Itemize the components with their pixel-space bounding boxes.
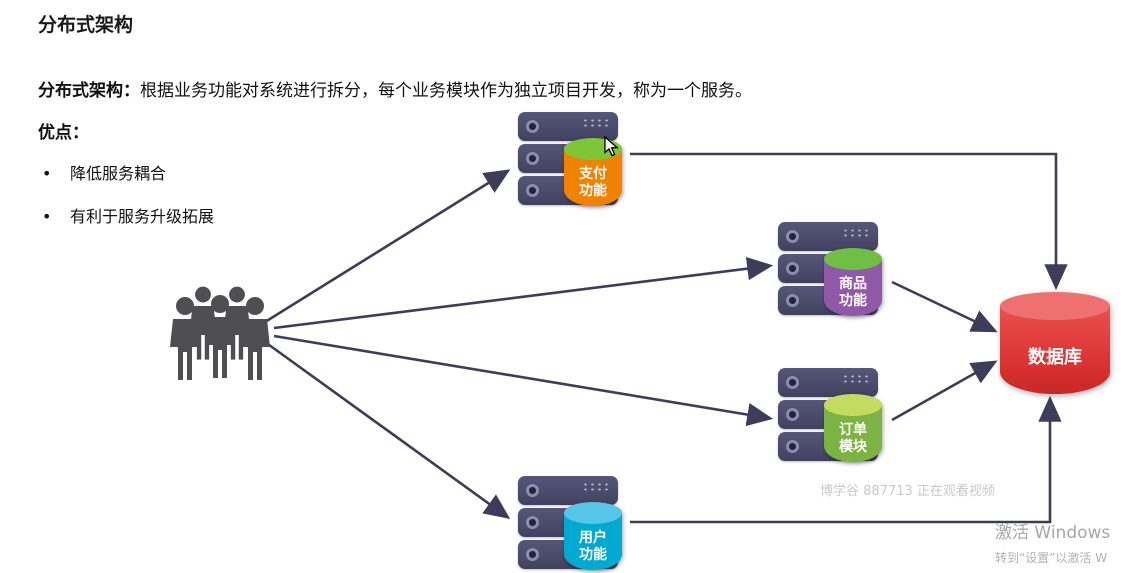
- description: 分布式架构：根据业务功能对系统进行拆分，每个业务模块作为独立项目开发，称为一个服…: [38, 76, 918, 101]
- database-label: 数据库: [1000, 306, 1110, 394]
- rack-led: [526, 120, 539, 133]
- badge-label-line: 订单: [839, 421, 867, 438]
- users-group-icon: [170, 286, 270, 380]
- database-top: [1000, 292, 1110, 320]
- badge-label-line: 支付: [579, 165, 607, 182]
- service-node-product: 商品 功能: [778, 222, 888, 322]
- rack-vents: [842, 374, 870, 383]
- mouse-cursor-icon: [604, 136, 619, 157]
- badge-label-line: 功能: [579, 546, 607, 563]
- arrow-users-to-order: [273, 334, 774, 427]
- rack-led: [786, 262, 799, 275]
- rack-led: [786, 440, 799, 453]
- rack-vents: [582, 118, 610, 127]
- service-badge-user: 用户 功能: [564, 502, 622, 570]
- rack-led: [786, 376, 799, 389]
- windows-activation-notice: 激活 Windows 转到“设置”以激活 W: [995, 518, 1132, 566]
- badge-label-line: 功能: [579, 182, 607, 199]
- rack-led: [786, 230, 799, 243]
- rack-led: [526, 484, 539, 497]
- badge-top: [824, 394, 882, 416]
- badge-label-line: 用户: [579, 529, 607, 546]
- rack-led: [526, 516, 539, 529]
- service-node-payment: 支付 功能: [518, 112, 628, 212]
- badge-top: [564, 502, 622, 524]
- advantage-item: 降低服务耦合: [42, 160, 166, 184]
- arrow-users-to-payment: [264, 169, 511, 324]
- arrow-order-to-db: [891, 360, 998, 422]
- badge-label-line: 商品: [839, 275, 867, 292]
- activation-line2: 转到“设置”以激活 W: [995, 551, 1108, 565]
- watermark: 博学谷 887713 正在观看视频: [820, 484, 995, 499]
- rack-vents: [842, 228, 870, 237]
- rack-led: [786, 294, 799, 307]
- advantages-heading: 优点：: [38, 123, 89, 143]
- page-title: 分布式架构: [38, 14, 134, 36]
- description-body: 根据业务功能对系统进行拆分，每个业务模块作为独立项目开发，称为一个服务。: [140, 81, 752, 101]
- service-badge-order: 订单 模块: [824, 394, 882, 462]
- rack-led: [526, 152, 539, 165]
- rack-led: [526, 548, 539, 561]
- badge-label: 支付 功能: [564, 149, 622, 206]
- badge-label-line: 模块: [839, 438, 867, 455]
- service-badge-payment: 支付 功能: [564, 138, 622, 206]
- activation-line1: 激活 Windows: [995, 523, 1111, 543]
- badge-top: [824, 248, 882, 270]
- service-node-order: 订单 模块: [778, 368, 888, 468]
- service-badge-product: 商品 功能: [824, 248, 882, 316]
- service-node-user: 用户 功能: [518, 476, 628, 573]
- arrow-product-to-db: [891, 280, 998, 333]
- rack-led: [786, 408, 799, 421]
- rack-led: [526, 184, 539, 197]
- description-lead: 分布式架构：: [38, 81, 140, 101]
- arrow-users-to-product: [273, 256, 774, 330]
- advantage-item: 有利于服务升级拓展: [42, 203, 214, 227]
- badge-label-line: 功能: [839, 292, 867, 309]
- rack-vents: [582, 482, 610, 491]
- arrow-users-to-user: [264, 340, 511, 520]
- database-icon: 数据库: [1000, 292, 1110, 394]
